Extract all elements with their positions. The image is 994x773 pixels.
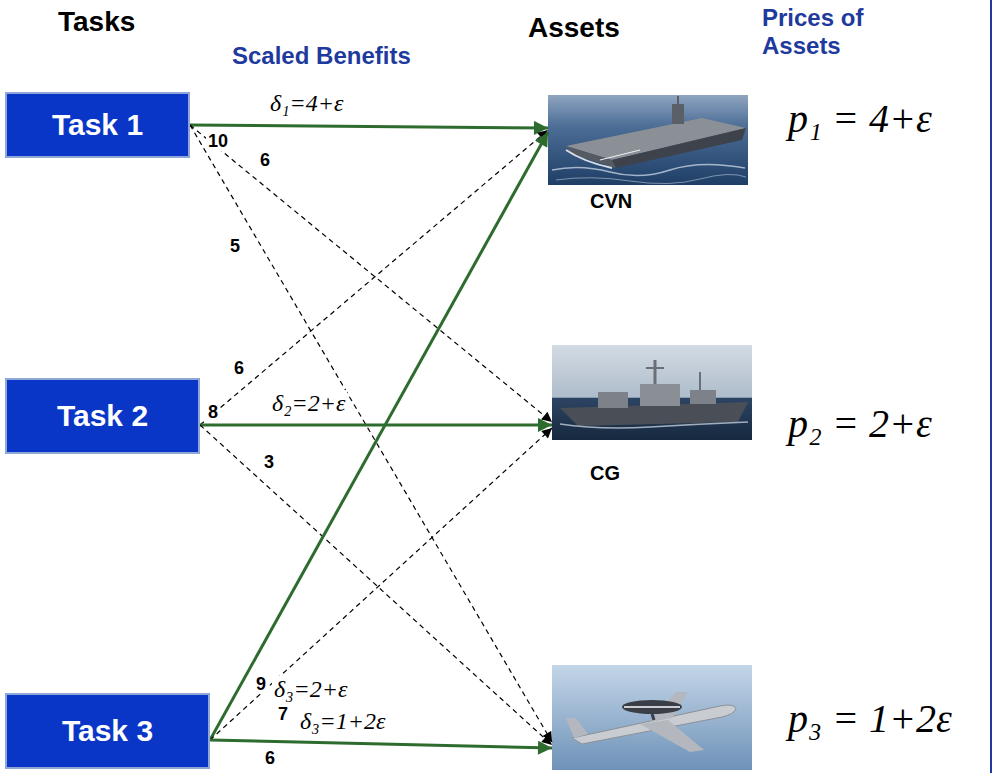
frame-line bbox=[990, 0, 992, 773]
carrier-picture bbox=[548, 95, 748, 185]
column-heading: Tasks bbox=[58, 6, 135, 38]
asset-box: CVNp₁ = 4+ε bbox=[548, 95, 748, 185]
benefit-value: 6 bbox=[258, 150, 272, 170]
task-box: Task 3 bbox=[5, 693, 210, 769]
candidate-arrow bbox=[200, 425, 552, 745]
assignment-arrow bbox=[210, 132, 548, 740]
benefit-value: 7 bbox=[276, 704, 290, 724]
asset-name: CG bbox=[590, 462, 620, 485]
candidate-arrow bbox=[210, 428, 552, 740]
asset-box: CGp₂ = 2+ε bbox=[552, 345, 752, 440]
cruiser-picture bbox=[552, 345, 752, 440]
candidate-arrow bbox=[200, 130, 548, 425]
asset-box: p₃ = 1+2ε bbox=[552, 665, 752, 770]
asset-price: p₃ = 1+2ε bbox=[788, 695, 952, 742]
asset-price: p₂ = 2+ε bbox=[788, 400, 932, 447]
delta-label: δ₁=4+ε bbox=[268, 90, 345, 117]
asset-price: p₁ = 4+ε bbox=[788, 95, 932, 142]
task-name: Task 3 bbox=[62, 714, 153, 748]
delta-label: δ₃=2+ε bbox=[272, 676, 349, 703]
benefit-value: 8 bbox=[206, 402, 220, 422]
column-heading: Prices of Assets bbox=[762, 4, 902, 59]
candidate-arrow bbox=[190, 125, 552, 422]
assignment-arrow bbox=[210, 740, 552, 748]
task-name: Task 2 bbox=[57, 399, 148, 433]
column-heading: Scaled Benefits bbox=[232, 42, 411, 70]
delta-label: δ₃=1+2ε bbox=[298, 708, 387, 735]
delta-label: δ₂=2+ε bbox=[270, 390, 347, 417]
aircraft-picture bbox=[552, 665, 752, 770]
assignment-arrow bbox=[190, 125, 548, 128]
assignment-arrow bbox=[200, 424, 552, 427]
benefit-value: 3 bbox=[262, 452, 276, 472]
benefit-value: 9 bbox=[254, 674, 268, 694]
benefit-value: 10 bbox=[206, 131, 230, 151]
candidate-arrow bbox=[190, 125, 552, 742]
task-name: Task 1 bbox=[52, 108, 143, 142]
benefit-value: 6 bbox=[232, 358, 246, 378]
asset-name: CVN bbox=[590, 190, 632, 213]
column-heading: Assets bbox=[528, 12, 620, 44]
task-box: Task 2 bbox=[5, 378, 200, 454]
task-box: Task 1 bbox=[5, 92, 190, 158]
benefit-value: 5 bbox=[228, 236, 242, 256]
benefit-value: 6 bbox=[263, 748, 277, 768]
